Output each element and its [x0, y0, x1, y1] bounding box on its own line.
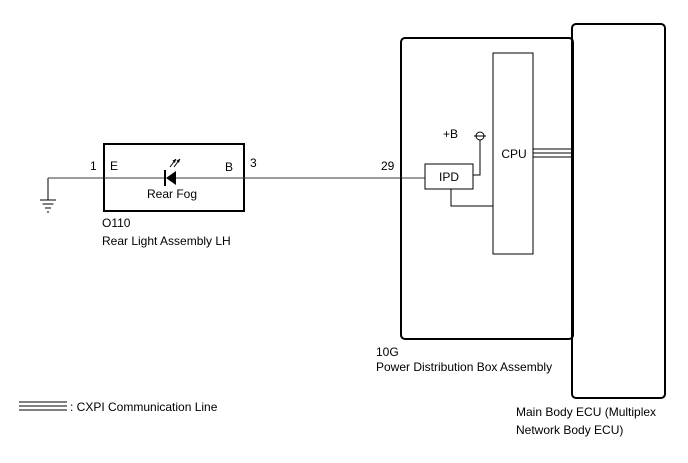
power-box-connector-code: 10G	[376, 345, 399, 359]
supply-label: +B	[443, 127, 458, 141]
rear-light-pin-b-label: B	[225, 160, 233, 174]
led-icon	[164, 158, 181, 186]
power-box-assembly-name: Power Distribution Box Assembly	[376, 360, 552, 374]
cxpi-line	[533, 148, 572, 158]
main-body-ecu-box	[571, 23, 666, 399]
cxpi-legend-label: : CXPI Communication Line	[70, 400, 218, 414]
rear-light-connector-code: O110	[102, 216, 131, 230]
rear-light-pin-3-number: 3	[250, 156, 257, 170]
ecu-name-line-2: Network Body ECU)	[516, 423, 623, 437]
power-distribution-box	[400, 37, 574, 340]
rear-light-assembly-name: Rear Light Assembly LH	[102, 234, 231, 248]
power-box-pin-29-number: 29	[381, 159, 395, 173]
rear-light-pin-e-label: E	[110, 159, 118, 173]
ipd-cpu-wire	[450, 189, 493, 207]
rear-fog-label: Rear Fog	[147, 187, 197, 201]
supply-wire	[473, 140, 481, 176]
rear-light-pin-1-number: 1	[90, 159, 97, 173]
cpu-label: CPU	[501, 147, 526, 161]
ipd-label: IPD	[439, 170, 459, 184]
ipd-box	[424, 163, 474, 190]
ground-icon	[40, 178, 56, 213]
cxpi-legend-symbol	[19, 401, 67, 411]
ecu-name-line-1: Main Body ECU (Multiplex	[516, 405, 656, 419]
